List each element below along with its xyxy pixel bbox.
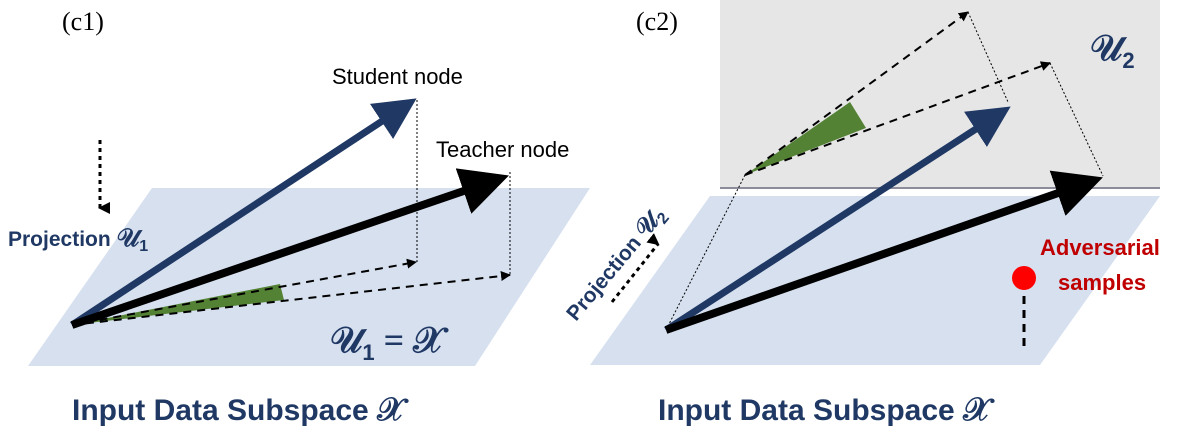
origin-connector-c2 [665, 174, 746, 331]
caption-c2: Input Data Subspace 𝒳 [658, 391, 995, 427]
angle-wedge-c2 [745, 102, 866, 175]
upper-plane-label-c2: 𝒰2 [1090, 28, 1135, 73]
projected-student-vector-c1 [71, 258, 417, 326]
adversarial-label-line1: Adversarial [1040, 235, 1160, 260]
teacher-node-label: Teacher node [436, 137, 569, 162]
student-vector-c2 [664, 106, 1011, 333]
teacher-vector-c2 [664, 170, 1103, 334]
student-vector-c1 [70, 98, 417, 328]
adversarial-label-line2: samples [1058, 270, 1146, 295]
teacher-vector-c1 [70, 168, 509, 329]
panel-label-c2: (c2) [636, 7, 678, 36]
student-connector-c2 [967, 11, 1009, 103]
panel-c2: (c2) 𝒰2 Projection 𝒰2 Adversarial sample… [562, 0, 1160, 427]
angle-wedge-c1 [72, 284, 284, 325]
plane-equation-c1: 𝒰1 = 𝒳 [330, 320, 449, 365]
panel-label-c1: (c1) [62, 7, 104, 36]
adversarial-marker [1012, 266, 1036, 290]
teacher-connector-c2 [1049, 62, 1104, 177]
caption-c1: Input Data Subspace 𝒳 [72, 391, 409, 427]
student-node-label: Student node [332, 64, 463, 89]
projected-student-vector-c2 [744, 11, 969, 176]
projected-teacher-vector-c1 [71, 271, 511, 326]
input-plane-c2 [590, 196, 1160, 365]
input-plane-c1 [28, 188, 590, 366]
